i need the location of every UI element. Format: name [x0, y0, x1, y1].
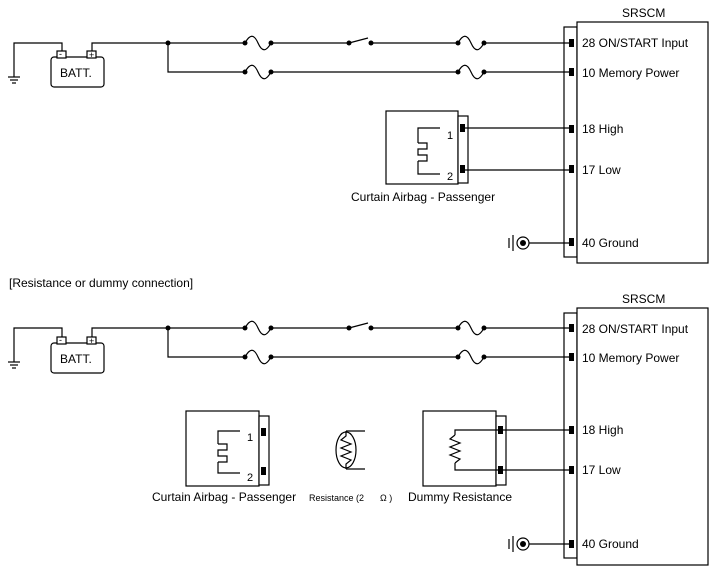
bottom-pin-40 [569, 540, 574, 548]
bottom-battery-neg: - [59, 335, 62, 345]
top-pin-40-label: 40 Ground [582, 236, 639, 250]
bottom-fuse-3-icon [244, 349, 272, 365]
top-fuse-3-icon [244, 64, 272, 80]
top-fuse-2-icon [457, 35, 485, 51]
bottom-battery-label: BATT. [60, 352, 92, 366]
bottom-airbag-pin1: 1 [247, 432, 253, 444]
resistance-unit: Ω ) [380, 493, 392, 503]
resistance-icon: Resistance (2 Ω ) [309, 430, 392, 503]
bottom-line-memory [167, 328, 569, 365]
bottom-pin-17-label: 17 Low [582, 463, 621, 477]
resistance-label: Resistance (2 [309, 493, 364, 503]
bottom-battery-icon: - + BATT. [50, 335, 105, 374]
top-pin-40 [569, 238, 574, 246]
bottom-fuse-4-icon [457, 349, 485, 365]
top-pin-17 [569, 165, 574, 173]
top-airbag-label: Curtain Airbag - Passenger [351, 190, 495, 204]
bottom-pin-18 [569, 426, 574, 434]
dummy-resistance: Dummy Resistance [408, 410, 569, 504]
top-section: SRSCM 28 ON/START Input 10 Memory Power … [8, 6, 709, 264]
top-battery-icon: - + BATT. [50, 49, 105, 88]
bottom-ground-icon [8, 327, 63, 369]
top-airbag: 1 2 Curtain Airbag - Passenger [351, 110, 569, 204]
top-battery-neg: - [59, 49, 62, 59]
top-pin-10 [569, 68, 574, 76]
top-pin-10-label: 10 Memory Power [582, 66, 679, 80]
bottom-switch-icon [348, 322, 369, 329]
bottom-fuse-2-icon [457, 320, 485, 336]
top-squib-icon [417, 127, 440, 175]
bottom-airbag-label: Curtain Airbag - Passenger [152, 490, 296, 504]
section-caption: [Resistance or dummy connection] [9, 276, 193, 290]
top-ecu-connector [563, 26, 578, 258]
top-fuse-1-icon [244, 35, 272, 51]
top-fuse-4-icon [457, 64, 485, 80]
top-line-memory [167, 43, 569, 80]
top-pin-17-label: 17 Low [582, 163, 621, 177]
dummy-resistance-box [422, 410, 497, 487]
dummy-resistance-label: Dummy Resistance [408, 490, 512, 504]
bottom-pin-28 [569, 324, 574, 332]
top-switch-icon [348, 37, 369, 44]
top-battery-label: BATT. [60, 66, 92, 80]
bottom-pin-10 [569, 353, 574, 361]
bottom-ecu-title: SRSCM [622, 292, 665, 306]
top-airbag-pin1: 1 [447, 130, 453, 142]
bottom-battery-pos: + [89, 336, 94, 346]
top-wire-batt [91, 42, 168, 51]
bottom-line-on-start [168, 320, 569, 336]
bottom-fuse-1-icon [244, 320, 272, 336]
top-pin-28 [569, 39, 574, 47]
bottom-section: SRSCM 28 ON/START Input 10 Memory Power … [8, 292, 709, 566]
bottom-pin-40-label: 40 Ground [582, 537, 639, 551]
bottom-pin-28-label: 28 ON/START Input [582, 322, 689, 336]
bottom-squib-icon [217, 430, 240, 474]
top-ground-connector-icon [508, 235, 569, 251]
top-battery-pos: + [89, 50, 94, 60]
top-line-on-start [168, 35, 569, 51]
top-pin-18 [569, 125, 574, 133]
bottom-wire-batt [91, 327, 168, 337]
bottom-ecu-connector [563, 312, 578, 559]
bottom-ground-connector-icon [508, 536, 569, 552]
bottom-pin-18-label: 18 High [582, 423, 623, 437]
top-pin-28-label: 28 ON/START Input [582, 36, 689, 50]
top-pin-18-label: 18 High [582, 122, 623, 136]
bottom-airbag-pin2: 2 [247, 472, 253, 484]
bottom-pin-10-label: 10 Memory Power [582, 351, 679, 365]
top-ecu-title: SRSCM [622, 6, 665, 20]
dummy-resistor-icon [448, 429, 498, 471]
bottom-airbag: 1 2 Curtain Airbag - Passenger [152, 410, 296, 504]
bottom-pin-17 [569, 466, 574, 474]
top-ecu-box [576, 21, 709, 264]
bottom-ecu-box [576, 307, 709, 566]
top-ground-icon [8, 42, 63, 84]
top-airbag-pin2: 2 [447, 171, 453, 183]
top-airbag-box [385, 110, 459, 185]
